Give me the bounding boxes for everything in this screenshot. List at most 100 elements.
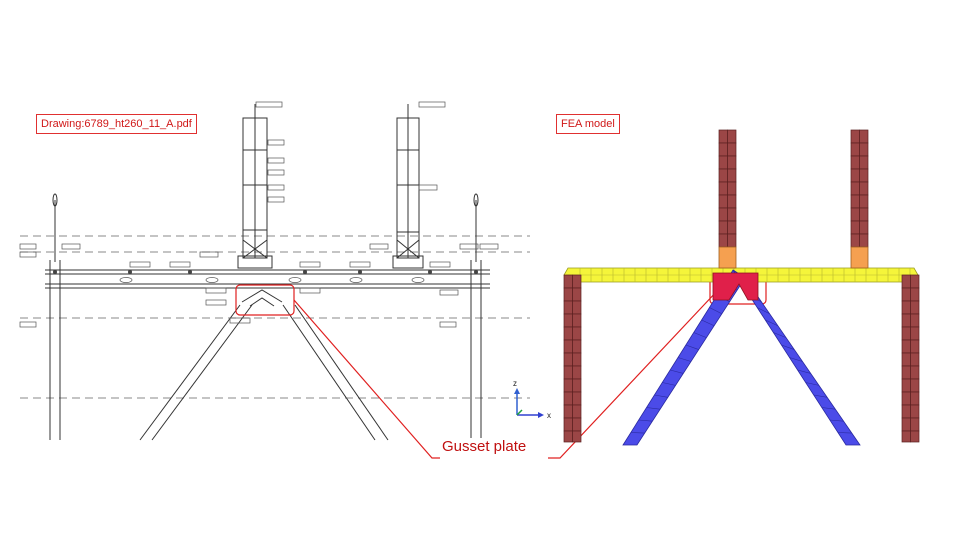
mesh-line xyxy=(654,394,668,398)
mesh-cell xyxy=(718,181,728,196)
mesh-cell xyxy=(901,404,911,419)
mesh-line xyxy=(670,369,684,374)
main-girder xyxy=(45,269,490,289)
mesh-cell xyxy=(563,378,573,393)
mesh-cell xyxy=(572,287,582,302)
mesh-cell xyxy=(901,326,911,341)
mesh-cell xyxy=(910,313,920,328)
mesh-cell xyxy=(910,287,920,302)
mesh-line xyxy=(773,332,787,338)
mesh-cell xyxy=(850,220,860,235)
mesh-cell xyxy=(910,300,920,315)
mesh-cell xyxy=(718,207,728,222)
mesh-line xyxy=(662,382,676,386)
mesh-cell xyxy=(718,233,728,248)
outer-column-right xyxy=(470,193,482,440)
mesh-cell xyxy=(859,207,869,222)
gusset-arrow-left xyxy=(293,299,440,459)
mesh-cell xyxy=(572,339,582,354)
mesh-cell xyxy=(850,181,860,196)
mesh-cell xyxy=(718,220,728,235)
fea-gusset-plate xyxy=(712,272,759,301)
mesh-cell xyxy=(572,430,582,443)
mesh-cell xyxy=(901,300,911,315)
mesh-cell xyxy=(901,313,911,328)
mesh-cell xyxy=(859,168,869,183)
mesh-cell xyxy=(910,417,920,432)
upper-column-right xyxy=(392,104,424,269)
mesh-cell xyxy=(901,391,911,406)
mesh-line xyxy=(677,357,692,362)
mesh-cell xyxy=(572,313,582,328)
mesh-cell xyxy=(718,168,728,183)
mesh-cell xyxy=(563,352,573,367)
outer-column-left xyxy=(49,193,61,440)
engineering-drawing xyxy=(19,101,530,441)
mesh-cell xyxy=(572,404,582,419)
mesh-line xyxy=(757,307,770,315)
mesh-cell xyxy=(901,430,911,443)
drawing-braces xyxy=(139,304,389,441)
mesh-cell xyxy=(850,129,860,144)
mesh-cell xyxy=(563,430,573,443)
drawing-filename-label: Drawing:6789_ht260_11_A.pdf xyxy=(36,114,197,134)
mesh-cell xyxy=(727,220,737,235)
mesh-cell xyxy=(910,404,920,419)
mesh-cell xyxy=(718,142,728,157)
mesh-cell xyxy=(572,378,582,393)
mesh-cell xyxy=(563,404,573,419)
mesh-cell xyxy=(572,274,582,289)
mesh-cell xyxy=(572,326,582,341)
mesh-cell xyxy=(718,129,728,144)
mesh-cell xyxy=(901,274,911,289)
mesh-cell xyxy=(572,391,582,406)
mesh-cell xyxy=(901,339,911,354)
mesh-cell xyxy=(850,142,860,157)
drawing-gusset xyxy=(241,289,283,307)
fea-connector-right xyxy=(850,246,869,269)
mesh-line xyxy=(781,344,795,350)
mesh-cell xyxy=(727,168,737,183)
mesh-line xyxy=(709,307,722,315)
fea-upper-column-right xyxy=(850,129,869,248)
mesh-cell xyxy=(859,129,869,144)
fea-lower-column-left xyxy=(563,274,582,443)
mesh-cell xyxy=(910,391,920,406)
mesh-cell xyxy=(910,352,920,367)
girder-connection-marks xyxy=(53,270,478,274)
fea-model xyxy=(563,129,920,446)
mesh-line xyxy=(837,432,852,434)
mesh-cell xyxy=(850,168,860,183)
mesh-cell xyxy=(859,220,869,235)
mesh-cell xyxy=(727,194,737,209)
mesh-cell xyxy=(850,233,860,248)
mesh-cell xyxy=(901,287,911,302)
mesh-cell xyxy=(572,365,582,380)
mesh-cell xyxy=(563,417,573,432)
mesh-cell xyxy=(910,339,920,354)
axis-z-label: z xyxy=(513,379,517,388)
mesh-cell xyxy=(572,300,582,315)
fea-upper-column-left xyxy=(718,129,737,248)
mesh-cell xyxy=(910,365,920,380)
mesh-cell xyxy=(901,352,911,367)
mesh-cell xyxy=(910,430,920,443)
dimension-callouts xyxy=(19,101,499,328)
mesh-cell xyxy=(572,417,582,432)
mesh-line xyxy=(805,382,819,386)
fea-model-label: FEA model xyxy=(556,114,620,134)
mesh-cell xyxy=(850,155,860,170)
mesh-cell xyxy=(563,326,573,341)
mesh-cell xyxy=(563,391,573,406)
mesh-cell xyxy=(718,155,728,170)
mesh-cell xyxy=(901,365,911,380)
girder-ellipse-markers xyxy=(119,277,425,283)
mesh-cell xyxy=(727,142,737,157)
mesh-line xyxy=(630,432,645,434)
mesh-line xyxy=(765,319,778,326)
mesh-cell xyxy=(859,194,869,209)
mesh-line xyxy=(685,344,699,350)
mesh-cell xyxy=(563,287,573,302)
mesh-cell xyxy=(727,155,737,170)
